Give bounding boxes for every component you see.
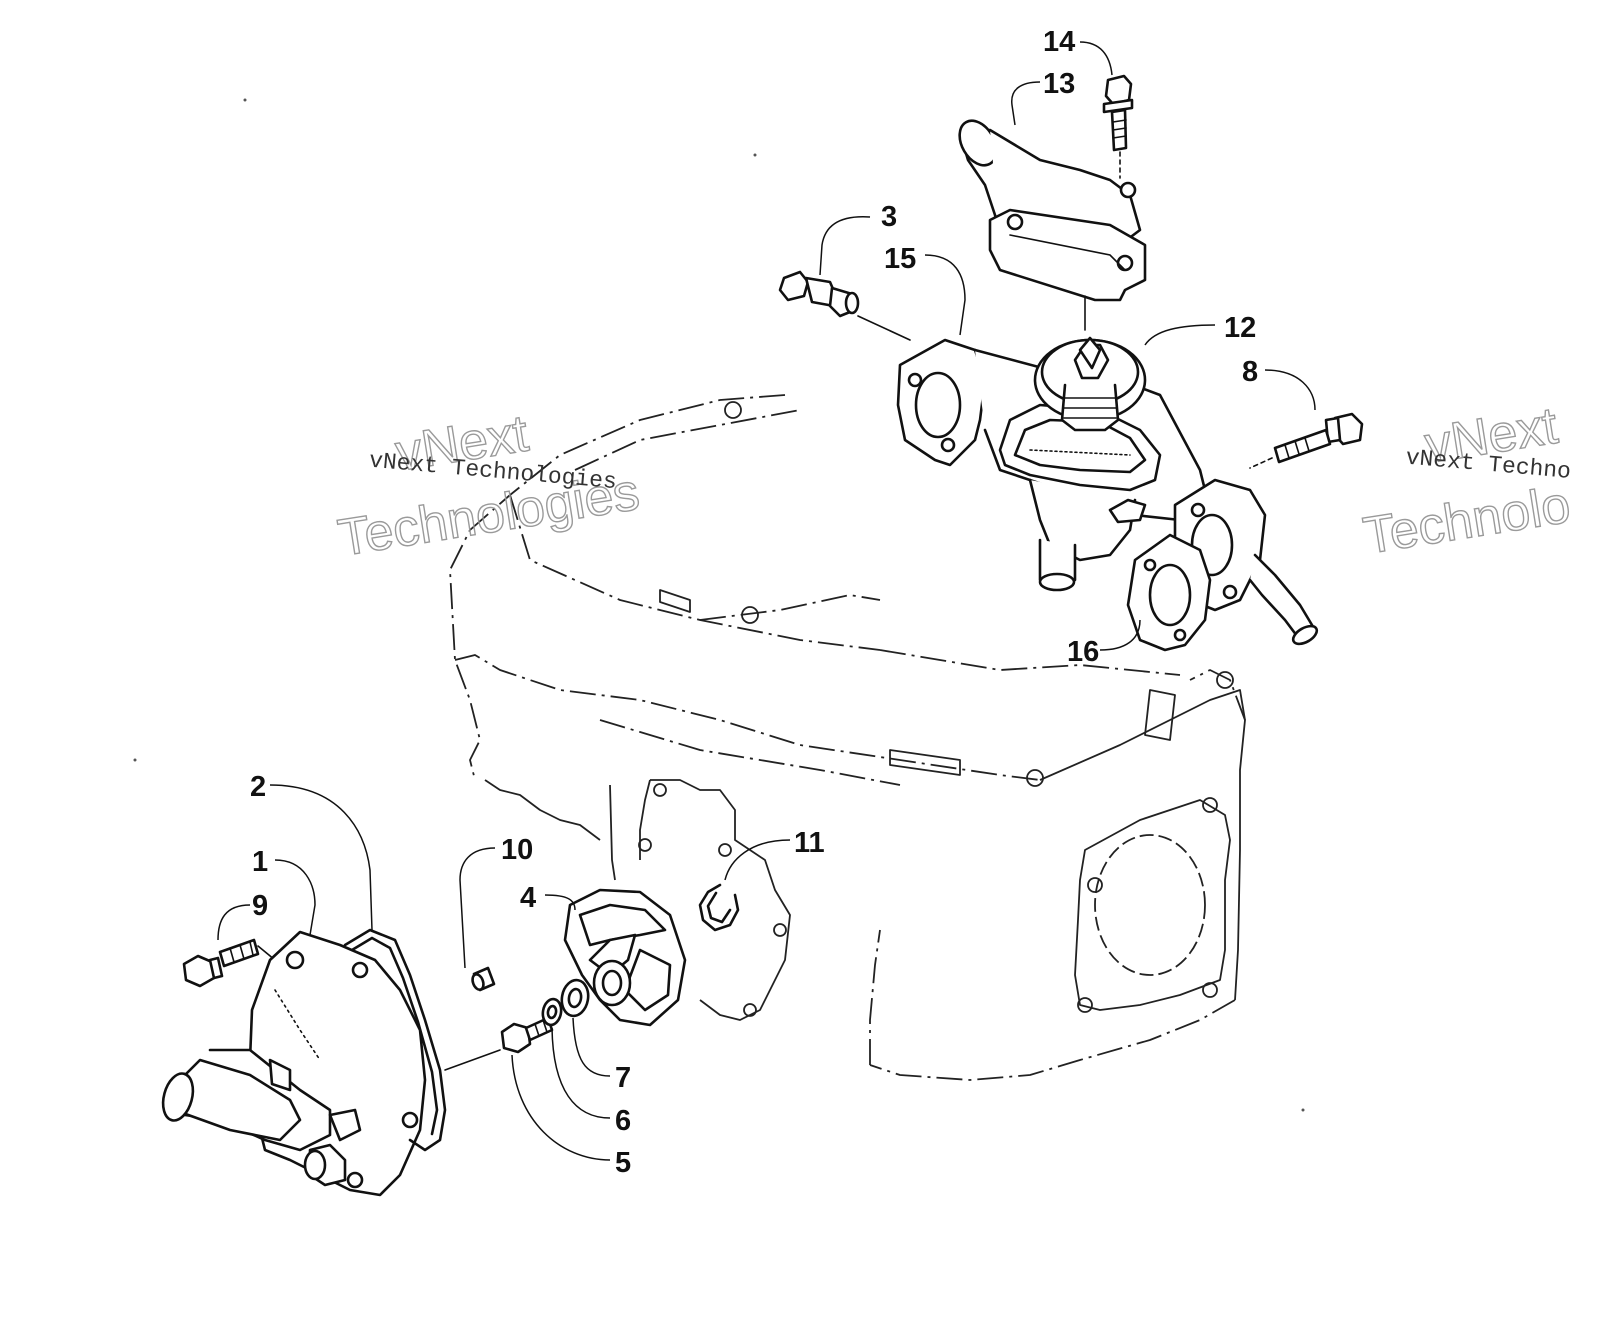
leader-13 xyxy=(1011,81,1041,126)
part-15-thermostat-housing xyxy=(896,338,1319,646)
callout-labels: 14 13 3 15 12 8 16 2 1 9 10 4 11 7 6 5 xyxy=(250,26,1258,1179)
callout-10: 10 xyxy=(501,834,533,866)
leader-lines xyxy=(217,41,1316,1161)
leader-15 xyxy=(924,254,966,336)
callout-1: 1 xyxy=(252,846,268,878)
leader-2 xyxy=(269,784,373,931)
callout-4: 4 xyxy=(520,882,536,914)
part-12-thermostat xyxy=(1033,336,1147,432)
part-13-outlet-elbow xyxy=(958,119,1147,331)
part-6-washer xyxy=(541,997,563,1027)
leader-16 xyxy=(1099,619,1141,651)
part-3-temperature-sensor xyxy=(778,270,911,341)
callout-9: 9 xyxy=(252,890,268,922)
part-2-o-ring xyxy=(343,928,501,1152)
part-10-dowel-pin xyxy=(471,966,496,992)
callout-3: 3 xyxy=(881,201,897,233)
part-14-bolt xyxy=(1102,74,1134,179)
leader-4 xyxy=(544,894,576,911)
part-4-impeller xyxy=(563,888,687,1027)
callout-11: 11 xyxy=(794,827,825,859)
leader-5 xyxy=(511,1054,611,1161)
leader-12 xyxy=(1144,324,1216,346)
engine-block-outline xyxy=(449,394,1246,1081)
part-16-gasket xyxy=(1126,533,1212,652)
scan-specks xyxy=(133,98,1305,1112)
leader-14 xyxy=(1079,41,1113,76)
callout-5: 5 xyxy=(615,1147,631,1179)
callout-13: 13 xyxy=(1043,68,1075,100)
callout-15: 15 xyxy=(884,243,916,275)
leader-10 xyxy=(459,847,496,969)
watermark-big-line2-right: Technolo xyxy=(1360,476,1575,566)
leader-9 xyxy=(217,904,251,941)
part-11-snap-ring xyxy=(698,883,740,932)
part-8-bolt xyxy=(1249,412,1364,469)
callout-2: 2 xyxy=(250,771,266,803)
callout-12: 12 xyxy=(1224,312,1256,344)
callout-7: 7 xyxy=(615,1062,631,1094)
leader-6 xyxy=(551,1027,611,1119)
leader-8 xyxy=(1264,369,1316,411)
leader-7 xyxy=(572,1017,611,1077)
leader-1 xyxy=(274,859,316,936)
part-1-pump-cover xyxy=(161,930,427,1197)
callout-14: 14 xyxy=(1043,26,1075,58)
callout-8: 8 xyxy=(1242,356,1258,388)
part-7-seal-washer xyxy=(560,978,590,1018)
leader-11 xyxy=(724,839,791,881)
callout-6: 6 xyxy=(615,1105,631,1137)
callout-16: 16 xyxy=(1067,636,1099,668)
part-9-bolt xyxy=(182,938,287,989)
leader-3 xyxy=(819,216,871,276)
part-5-bolt xyxy=(500,1016,554,1054)
